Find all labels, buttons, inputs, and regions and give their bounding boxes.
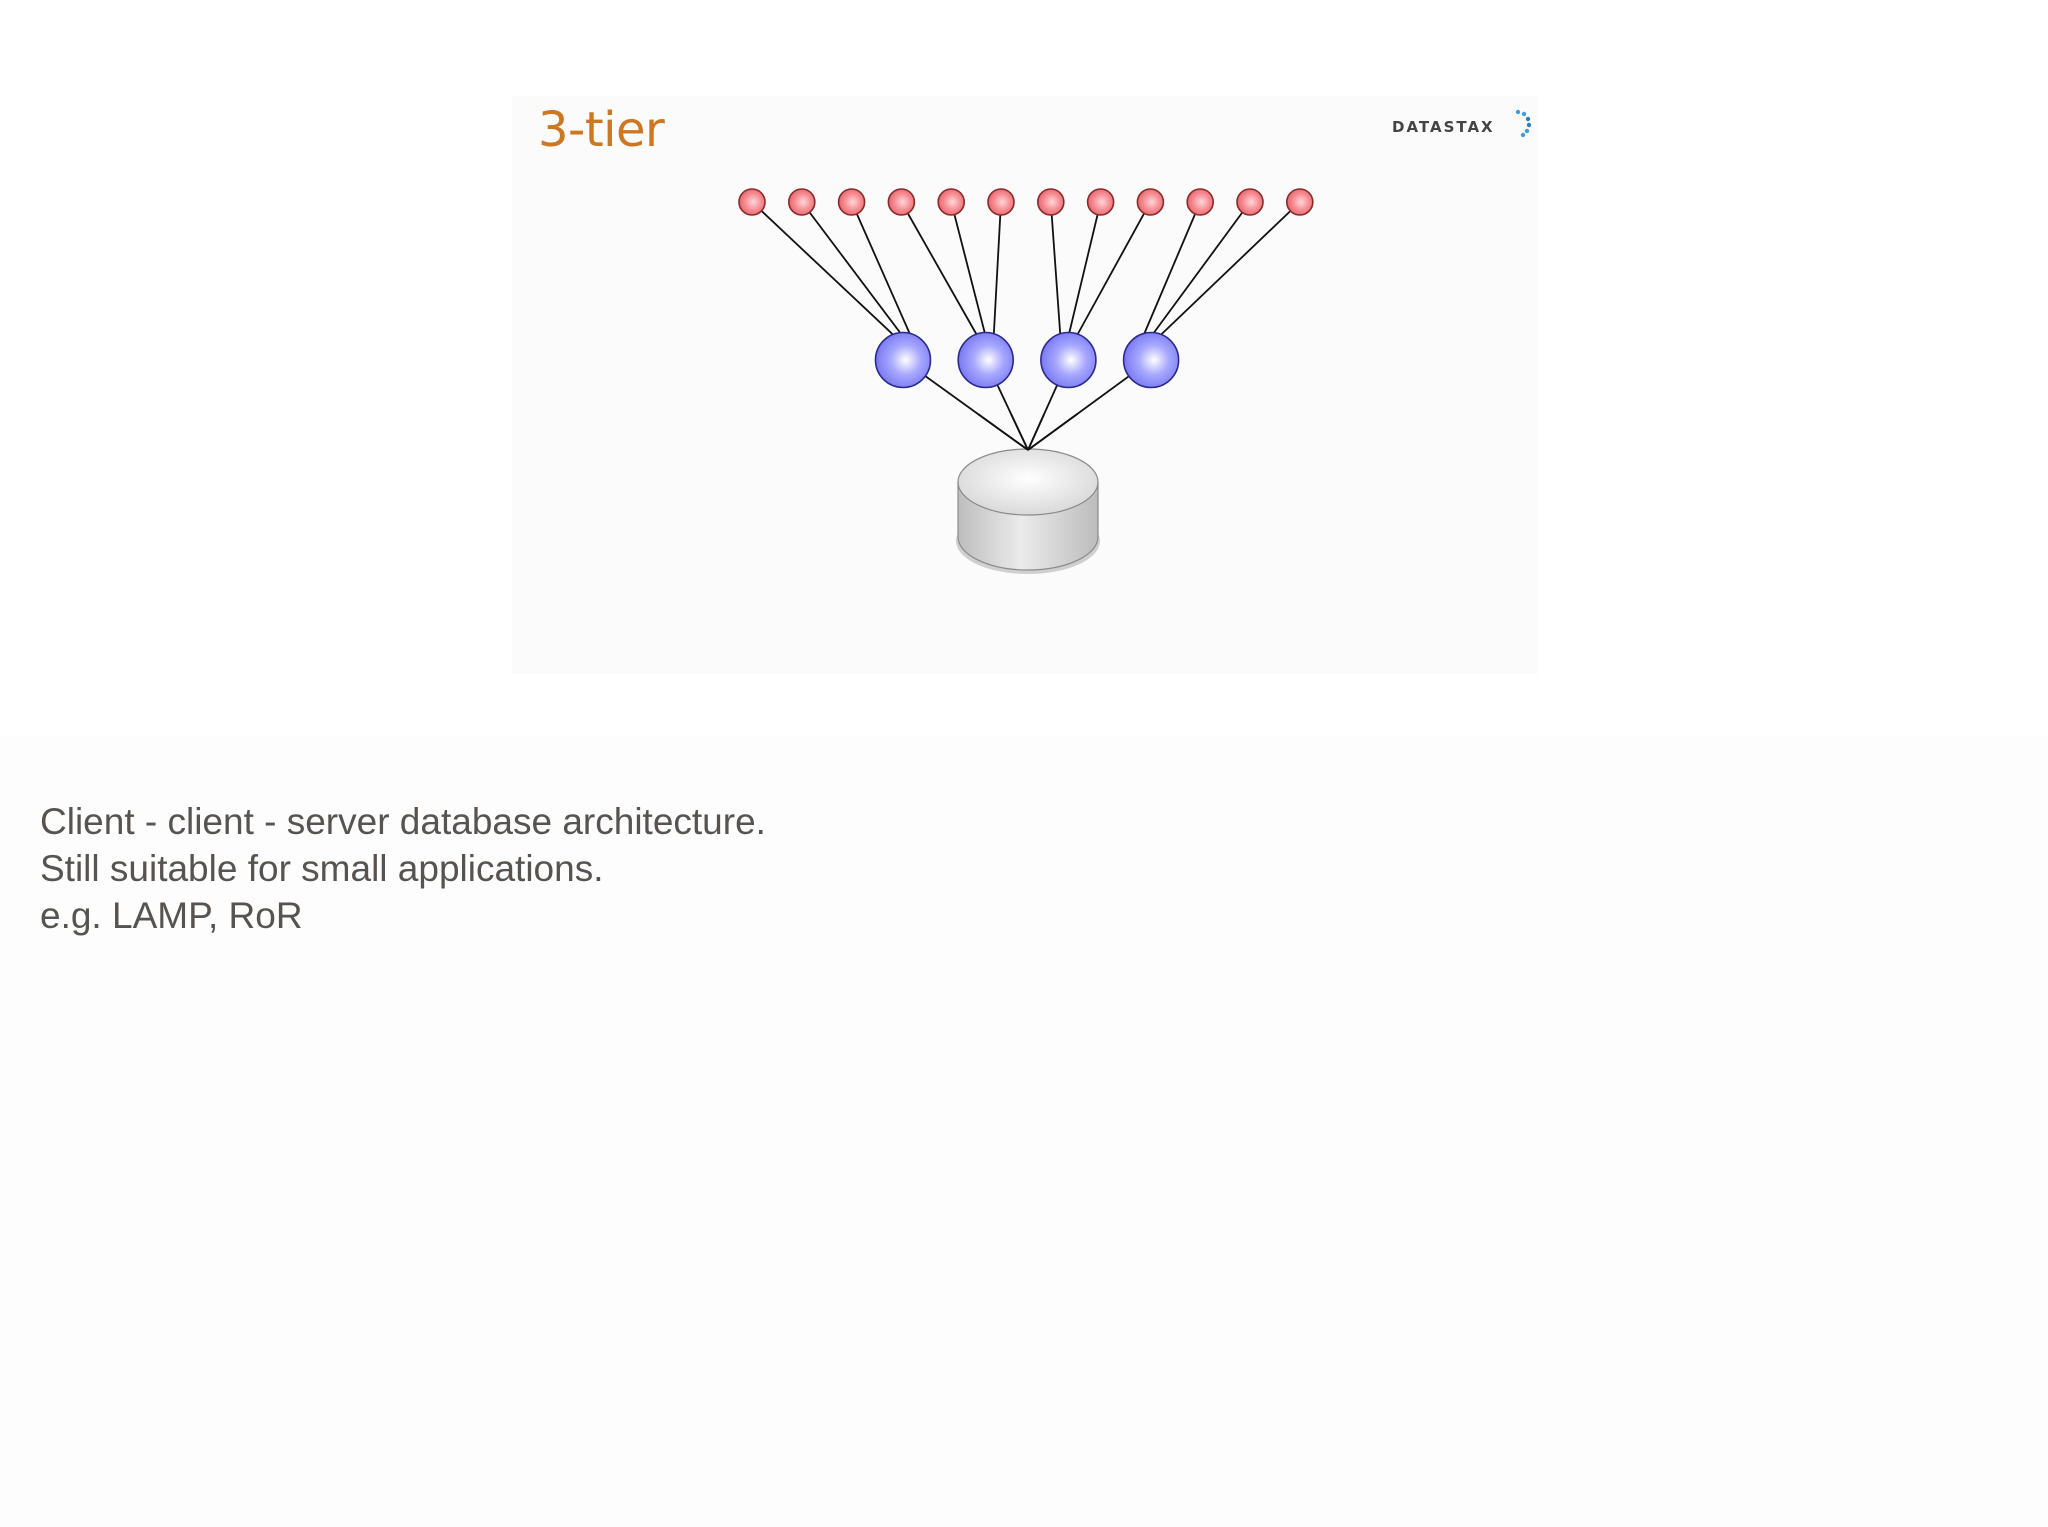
server-database-edge: [977, 413, 1029, 451]
diagram-nodes: [738, 188, 1314, 574]
client-server-edge: [1158, 201, 1301, 338]
client-server-edge: [1142, 201, 1202, 337]
client-node: [738, 188, 766, 216]
client-node: [1285, 188, 1314, 216]
client-server-edge: [1150, 201, 1251, 338]
slide[interactable]: 3-tier DATASTAX: [512, 96, 1538, 674]
client-node: [837, 188, 866, 216]
connection-lines: [751, 201, 1301, 451]
notes-line: e.g. LAMP, RoR: [40, 895, 303, 936]
client-server-edge: [992, 201, 1002, 337]
client-server-edge: [751, 201, 896, 338]
database-cylinder: [956, 448, 1100, 574]
slide-title: 3-tier: [538, 102, 665, 158]
logo-dots-icon: [1515, 109, 1532, 138]
client-node: [1086, 188, 1115, 216]
app-server-node: [957, 331, 1015, 389]
client-node: [1186, 188, 1215, 216]
three-tier-diagram: [738, 188, 1314, 574]
client-node: [787, 188, 816, 216]
client-node: [1236, 188, 1264, 216]
client-node: [1136, 188, 1165, 216]
client-server-edge: [950, 201, 987, 337]
server-database-edge: [1027, 413, 1078, 451]
app-server-node: [1122, 331, 1180, 389]
speaker-notes: Client - client - server database archit…: [40, 798, 766, 939]
notes-panel: [0, 735, 2048, 1527]
client-server-edge: [850, 201, 912, 337]
app-server-node: [1040, 331, 1097, 389]
server-database-edge: [1010, 413, 1029, 451]
client-server-edge: [801, 201, 904, 338]
client-server-edge: [1075, 201, 1152, 337]
client-server-edge: [1067, 201, 1102, 337]
server-database-edge: [1027, 413, 1045, 451]
client-server-edge: [1049, 201, 1062, 337]
database-top: [957, 448, 1099, 516]
client-node: [887, 188, 916, 216]
logo-wordmark: DATASTAX: [1392, 118, 1495, 136]
notes-line: Client - client - server database archit…: [40, 801, 766, 842]
notes-line: Still suitable for small applications.: [40, 848, 604, 889]
datastax-logo: DATASTAX: [1392, 104, 1532, 144]
client-server-edge: [900, 201, 979, 337]
client-node: [987, 188, 1015, 216]
client-node: [937, 188, 966, 216]
client-node: [1036, 188, 1065, 216]
app-server-node: [874, 331, 932, 389]
